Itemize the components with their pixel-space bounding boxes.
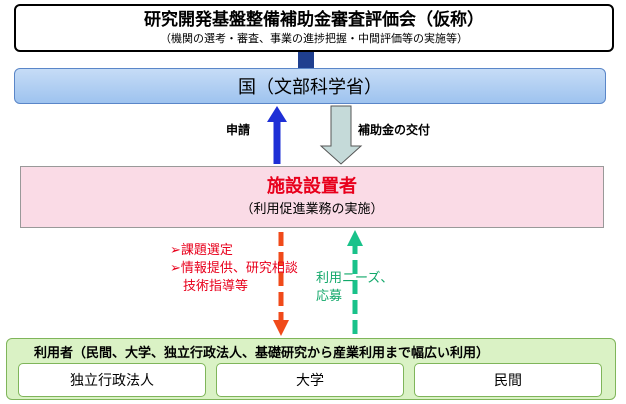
services-list: ➢課題選定 ➢情報提供、研究相談 技術指導等 xyxy=(170,242,298,296)
mext-box: 国（文部科学省） xyxy=(14,68,606,104)
user-group-private: 民間 xyxy=(414,363,602,397)
facility-installer-box: 施設設置者 （利用促進業務の実施） xyxy=(20,166,604,228)
chevron-right-icon: ➢ xyxy=(170,261,181,276)
committee-subtitle: （機関の選考・審査、事業の進捗把握・中間評価等の実施等） xyxy=(160,32,468,45)
apply-arrow xyxy=(267,106,287,164)
service-item: ➢課題選定 xyxy=(170,243,233,258)
service-item: 技術指導等 xyxy=(183,279,249,294)
users-title: 利用者（民間、大学、独立行政法人、基礎研究から産業利用まで幅広い利用） xyxy=(34,346,490,361)
needs-arrow xyxy=(347,230,363,334)
mext-title: 国（文部科学省） xyxy=(238,77,382,98)
committee-title: 研究開発基盤整備補助金審査評価会（仮称） xyxy=(144,10,484,30)
user-group-independent-agency: 独立行政法人 xyxy=(18,363,206,397)
installer-subtitle: （利用促進業務の実施） xyxy=(240,202,384,217)
chevron-right-icon: ➢ xyxy=(170,243,181,258)
services-arrow xyxy=(273,232,289,336)
needs-line: 利用ニーズ、 xyxy=(316,271,394,286)
service-item: ➢情報提供、研究相談 xyxy=(170,261,298,276)
needs-line: 応募 xyxy=(316,289,343,304)
subsidy-arrow xyxy=(319,105,363,165)
committee-connector xyxy=(298,52,314,68)
apply-label: 申請 xyxy=(226,123,251,137)
user-group-university: 大学 xyxy=(216,363,404,397)
subsidy-label: 補助金の交付 xyxy=(358,123,431,137)
installer-title: 施設設置者 xyxy=(267,176,357,197)
review-committee-box: 研究開発基盤整備補助金審査評価会（仮称） （機関の選考・審査、事業の進捗把握・中… xyxy=(14,4,614,52)
user-needs-text: 利用ニーズ、 応募 xyxy=(316,270,393,306)
